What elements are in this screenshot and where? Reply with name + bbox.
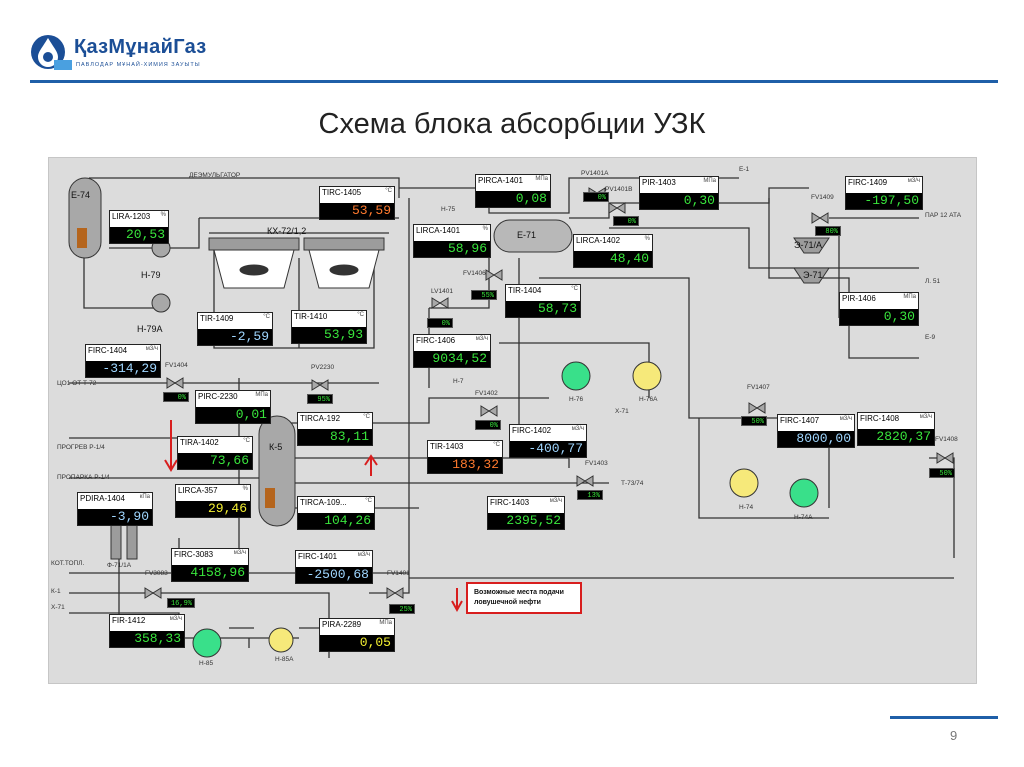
valve-fv3083-position[interactable]: 16,9% bbox=[167, 598, 195, 608]
oil-feed-note: Возможные места подачи ловушечной нефти bbox=[466, 582, 582, 614]
line-deemulsifier: ДЕЭМУЛЬГАТОР bbox=[189, 172, 240, 179]
line-kottopl: КОТ.ТОПЛ. bbox=[51, 560, 84, 567]
label-h79: Н-79 bbox=[141, 270, 161, 280]
slide-title: Схема блока абсорбции УЗК bbox=[0, 108, 1024, 141]
tag-tir-1409[interactable]: TIR-1409°С-2,59 bbox=[197, 312, 273, 346]
valve-pv2230-position[interactable]: 95% bbox=[307, 394, 333, 404]
valve-fv1409-position[interactable]: 80% bbox=[815, 226, 841, 236]
line-x71: Х-71 bbox=[615, 408, 629, 415]
valve-pv1401a-position[interactable]: 0% bbox=[583, 192, 609, 202]
line-n75: Н-75 bbox=[441, 206, 455, 213]
valve-fv1402-position[interactable]: 0% bbox=[475, 420, 501, 430]
valve-pv1401a-name: PV1401A bbox=[581, 170, 608, 177]
valve-fv1406-position[interactable]: 55% bbox=[471, 290, 497, 300]
tag-lirca-1401[interactable]: LIRCA-1401%58,96 bbox=[413, 224, 491, 258]
valve-fv1408-name: FV1408 bbox=[935, 436, 958, 443]
valve-lv1401-position[interactable]: 0% bbox=[427, 318, 453, 328]
valve-fv1401-name: FV1401 bbox=[387, 570, 410, 577]
label-e71a: Э-71/А bbox=[794, 240, 822, 250]
logo-emblem-icon bbox=[28, 30, 74, 76]
line-e9: Е-9 bbox=[925, 334, 935, 341]
line-par12: ПАР 12 АТА bbox=[925, 212, 961, 219]
label-h85: Н-85 bbox=[199, 660, 213, 667]
logo-subtext: ПАВЛОДАР МҰНАЙ-ХИМИЯ ЗАУЫТЫ bbox=[76, 62, 201, 68]
air-cooler-kx72 bbox=[209, 238, 384, 288]
valve-fv1406-name: FV1406 bbox=[463, 270, 486, 277]
valve-lv1401-name: LV1401 bbox=[431, 288, 453, 295]
valve-fv1403-position[interactable]: 13% bbox=[577, 490, 603, 500]
label-e74: Е-74 bbox=[71, 190, 90, 200]
valve-pv2230-name: PV2230 bbox=[311, 364, 334, 371]
valve-pv1401b-position[interactable]: 0% bbox=[613, 216, 639, 226]
valve-fv1401-position[interactable]: 25% bbox=[389, 604, 415, 614]
label-h76: Н-76 bbox=[569, 396, 583, 403]
valve-fv1407-position[interactable]: 50% bbox=[741, 416, 767, 426]
line-x71c: Х-71 bbox=[51, 604, 65, 611]
valve-fv1404-position[interactable]: 0% bbox=[163, 392, 189, 402]
line-h7: Н-7 bbox=[453, 378, 463, 385]
label-f71: Ф-71/1А bbox=[107, 562, 131, 569]
label-kx72: КХ-72/1,2 bbox=[267, 226, 306, 236]
footer-divider bbox=[890, 716, 998, 719]
column-k5 bbox=[259, 416, 295, 526]
line-progrev: ПРОГРЕВ Р-1/4 bbox=[57, 444, 105, 451]
line-e1: Е-1 bbox=[739, 166, 749, 173]
label-h76a: Н-76А bbox=[639, 396, 657, 403]
valve-fv1402-name: FV1402 bbox=[475, 390, 498, 397]
page-number: 9 bbox=[950, 728, 957, 743]
header-divider bbox=[30, 80, 998, 83]
line-k1: К-1 bbox=[51, 588, 61, 595]
valve-fv1409-name: FV1409 bbox=[811, 194, 834, 201]
label-h79a: Н-79А bbox=[137, 324, 163, 334]
label-k5: К-5 bbox=[269, 442, 282, 452]
line-tso: ЦО1 ОТ Т-72 bbox=[57, 380, 96, 387]
label-e71: Е-71 bbox=[517, 230, 536, 240]
valve-fv1403-name: FV1403 bbox=[585, 460, 608, 467]
logo-text: ҚазМұнайГаз bbox=[74, 36, 206, 59]
valve-fv1408-position[interactable]: 50% bbox=[929, 468, 955, 478]
tag-lirca-357[interactable]: LIRCA-357%29,46 bbox=[175, 484, 251, 518]
line-l51: Л. 51 bbox=[925, 278, 940, 285]
tag-lira-1203[interactable]: LIRA-1203%20,53 bbox=[109, 210, 169, 244]
line-proparka: ПРОПАРКА Р-1/4 bbox=[57, 474, 110, 481]
label-h74: Н-74 bbox=[739, 504, 753, 511]
label-e71b: Э-71 bbox=[803, 270, 822, 280]
line-t73: Т-73/74 bbox=[621, 480, 643, 487]
tag-lirca-1402[interactable]: LIRCA-1402%48,40 bbox=[573, 234, 653, 268]
label-h74a: Н-74А bbox=[794, 514, 812, 521]
valve-fv3083-name: FV3083 bbox=[145, 570, 168, 577]
label-h85a: Н-85А bbox=[275, 656, 293, 663]
valve-fv1404-name: FV1404 bbox=[165, 362, 188, 369]
valve-fv1407-name: FV1407 bbox=[747, 384, 770, 391]
valve-pv1401b-name: PV1401B bbox=[605, 186, 632, 193]
